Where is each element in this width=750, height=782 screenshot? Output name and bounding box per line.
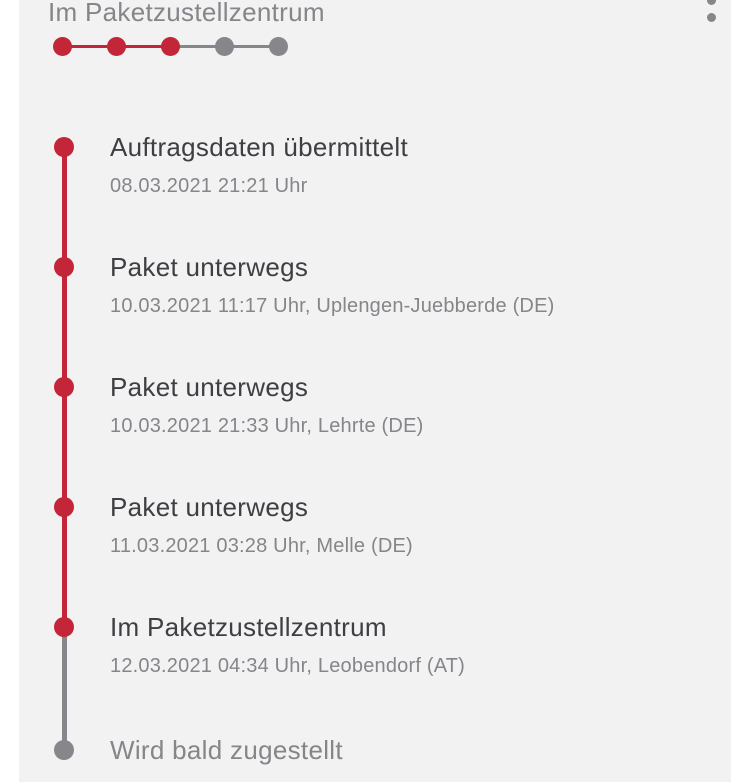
progress-step-dot (268, 36, 288, 56)
timeline-entry: Paket unterwegs 10.03.2021 11:17 Uhr, Up… (110, 251, 720, 319)
progress-step-dot (160, 36, 180, 56)
kebab-menu-icon (707, 13, 716, 22)
timeline-dot (54, 257, 74, 277)
timeline-entry: Auftragsdaten übermittelt 08.03.2021 21:… (110, 131, 720, 199)
progress-step-dot (52, 36, 72, 56)
timeline-entry-datetime: 08.03.2021 21:21 Uhr (110, 175, 308, 197)
progress-step-dot (214, 36, 234, 56)
timeline-entry-datetime: 11.03.2021 03:28 Uhr, Melle (DE) (110, 535, 413, 557)
timeline-entry-title: Im Paketzustellzentrum (110, 612, 387, 642)
timeline-entry-title: Auftragsdaten übermittelt (110, 132, 408, 162)
timeline-entry: Paket unterwegs 10.03.2021 21:33 Uhr, Le… (110, 371, 720, 439)
tracking-panel (19, 0, 731, 782)
timeline-dot (54, 617, 74, 637)
timeline-entry: Wird bald zugestellt (110, 734, 720, 766)
timeline-line-pending (62, 627, 67, 750)
timeline-entry-title: Paket unterwegs (110, 252, 309, 282)
timeline-entry-datetime: 12.03.2021 04:34 Uhr, Leobendorf (AT) (110, 655, 466, 677)
timeline-entry-datetime: 10.03.2021 11:17 Uhr, Uplengen-Juebberde… (110, 295, 555, 317)
page-title: Im Paketzustellzentrum (48, 0, 325, 27)
timeline-dot (54, 137, 74, 157)
timeline-dot (54, 497, 74, 517)
overflow-menu-button[interactable] (700, 0, 724, 32)
timeline-entry-title: Wird bald zugestellt (110, 735, 343, 765)
timeline-entry-title: Paket unterwegs (110, 372, 309, 402)
kebab-menu-icon (707, 0, 716, 5)
timeline-dot (54, 740, 74, 760)
timeline-entry: Paket unterwegs 11.03.2021 03:28 Uhr, Me… (110, 491, 720, 559)
progress-step-dot (106, 36, 126, 56)
timeline-dot (54, 377, 74, 397)
timeline-entry-datetime: 10.03.2021 21:33 Uhr, Lehrte (DE) (110, 415, 424, 437)
timeline-entry: Im Paketzustellzentrum 12.03.2021 04:34 … (110, 611, 720, 679)
timeline-entry-title: Paket unterwegs (110, 492, 309, 522)
